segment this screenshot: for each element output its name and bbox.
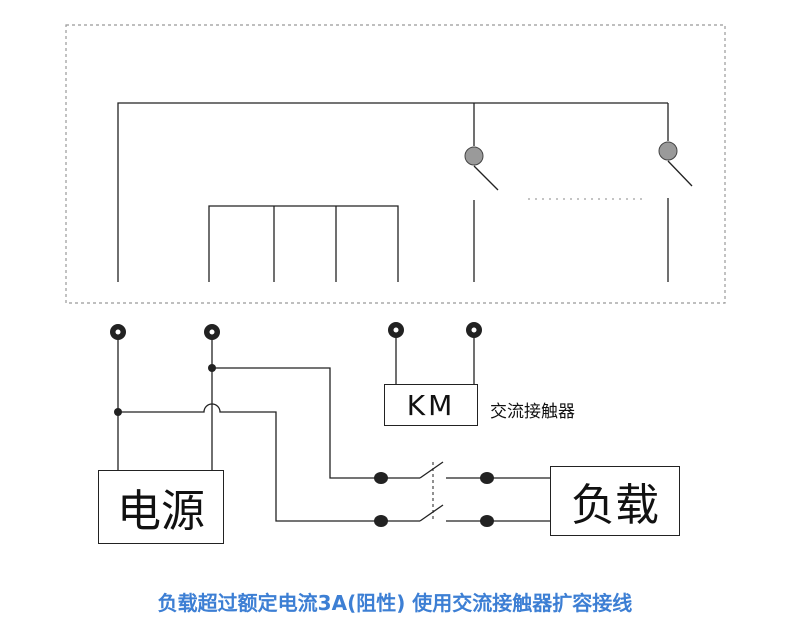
external-wiring (117, 336, 550, 522)
terminal-icon (110, 324, 126, 340)
contact-terminal (374, 472, 388, 484)
junction-dot (114, 408, 122, 416)
contact-terminal (374, 515, 388, 527)
module-enclosure (65, 24, 726, 304)
contactor-description: 交流接触器 (490, 402, 575, 422)
contactor-coil-box: KM (384, 384, 478, 426)
load-label: 负载 (571, 480, 659, 531)
terminal-icon (388, 322, 404, 338)
contact-terminal (480, 515, 494, 527)
terminal-icon (466, 322, 482, 338)
relay-contact-icon (464, 146, 484, 166)
diagram-caption: 负载超过额定电流3A(阻性) 使用交流接触器扩容接线 (157, 591, 633, 615)
contact-terminal (480, 472, 494, 484)
power-source-label: 电源 (117, 486, 205, 537)
load-box: 负载 (550, 466, 680, 536)
terminal-icon (204, 324, 220, 340)
power-source-box: 电源 (98, 470, 224, 544)
internal-circuit (117, 102, 693, 282)
junction-dot (208, 364, 216, 372)
contactor-coil-label: KM (406, 388, 456, 422)
relay-contact-icon (658, 141, 678, 161)
